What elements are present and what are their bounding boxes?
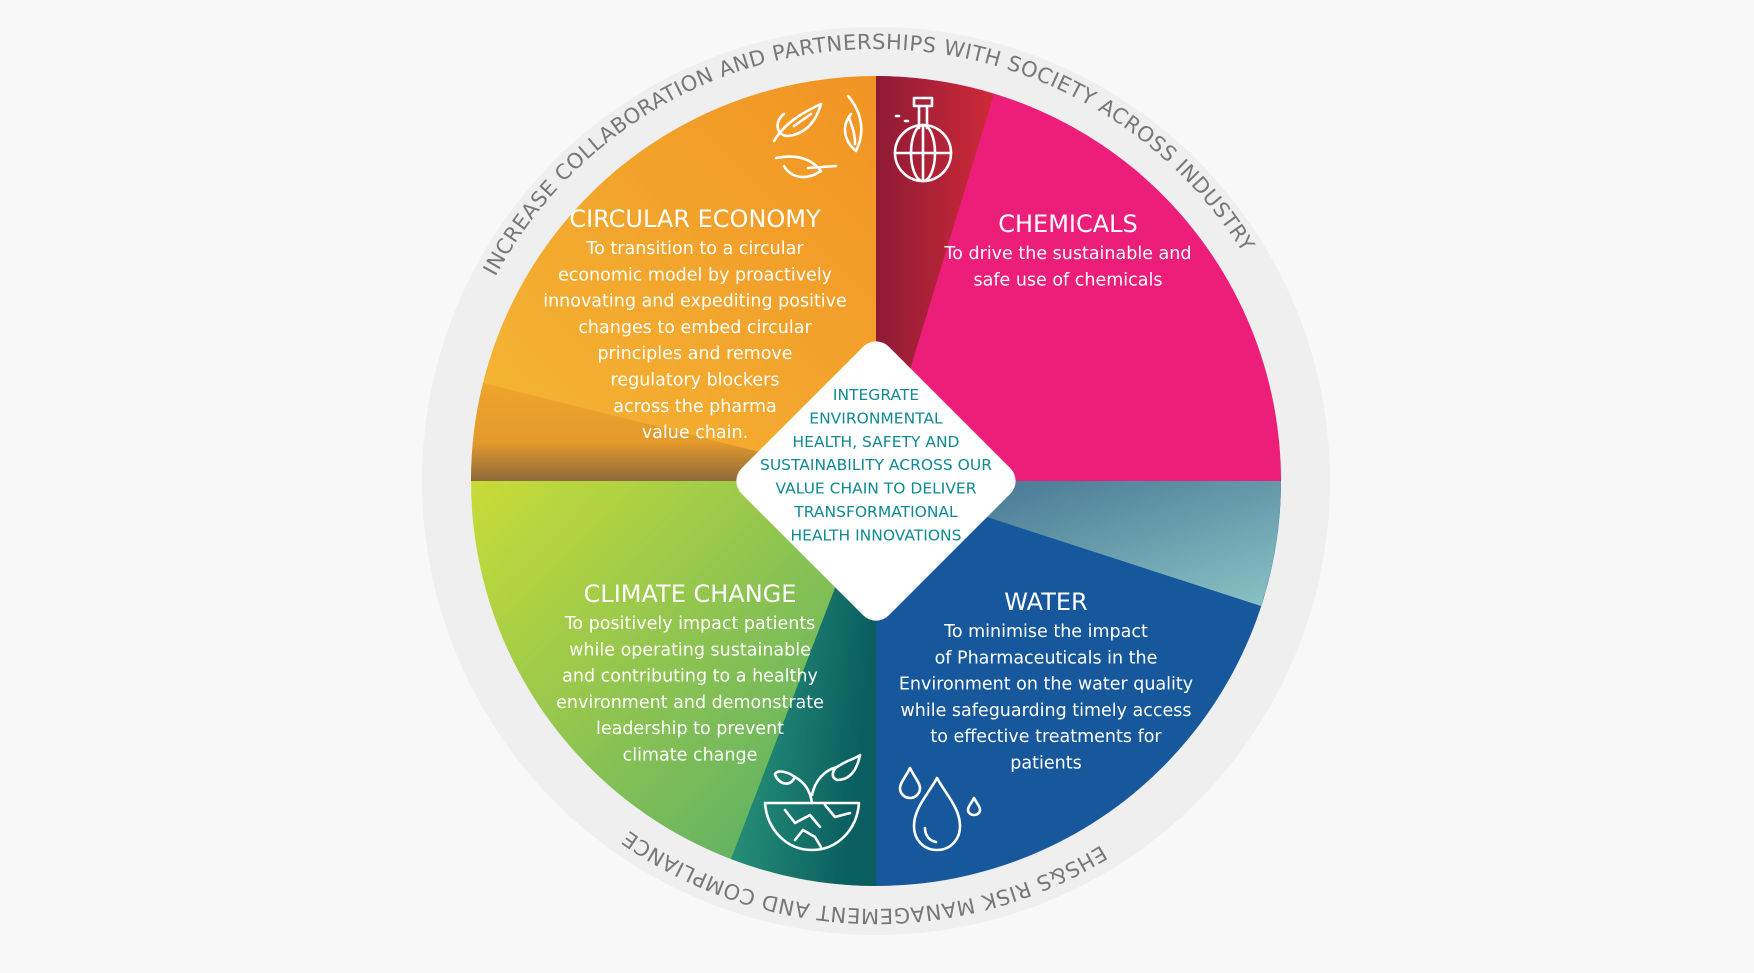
climate-change-description-line: climate change: [623, 746, 758, 766]
water-description-line: to effective treatments for: [930, 727, 1162, 747]
chemicals-description-line: safe use of chemicals: [973, 270, 1162, 290]
climate-change-description-line: environment and demonstrate: [556, 693, 824, 713]
plant-globe-icon: [763, 753, 862, 852]
circular-economy-description-line: To transition to a circular: [585, 239, 804, 259]
water-title: WATER: [1004, 588, 1087, 616]
center-statement-line: HEALTH INNOVATIONS: [791, 526, 962, 544]
recycle-leaves-icon: [772, 94, 863, 179]
center-statement-line: TRANSFORMATIONAL: [793, 503, 958, 521]
water-description-line: Environment on the water quality: [899, 675, 1193, 695]
circular-economy-description-line: value chain.: [642, 423, 748, 443]
chemicals-description-line: To drive the sustainable and: [944, 244, 1192, 264]
water-description-line: patients: [1010, 754, 1081, 774]
circular-economy-description-line: economic model by proactively: [558, 265, 832, 285]
climate-change-title: CLIMATE CHANGE: [584, 580, 797, 608]
climate-change-description-line: leadership to prevent: [596, 719, 784, 739]
center-statement-line: SUSTAINABILITY ACROSS OUR: [760, 456, 992, 474]
circular-economy-description-line: changes to embed circular: [578, 318, 812, 338]
center-statement-line: INTEGRATE: [833, 386, 919, 404]
center-statement-line: VALUE CHAIN TO DELIVER: [775, 480, 976, 498]
climate-change-description-line: To positively impact patients: [564, 614, 816, 634]
circular-economy-title: CIRCULAR ECONOMY: [569, 205, 821, 233]
climate-change-description-line: while operating sustainable: [569, 640, 811, 660]
climate-change-description-line: and contributing to a healthy: [562, 667, 818, 687]
center-statement-line: HEALTH, SAFETY AND: [793, 433, 960, 451]
circular-economy-description-line: across the pharma: [613, 397, 777, 417]
water-description-line: To minimise the impact: [943, 622, 1148, 642]
center-diamond: [736, 341, 1016, 621]
water-description-line: of Pharmaceuticals in the: [935, 648, 1158, 668]
flask-globe-icon: [893, 96, 953, 183]
circular-economy-description-line: innovating and expediting positive: [543, 292, 847, 312]
chemicals-title: CHEMICALS: [998, 210, 1138, 238]
circular-economy-description-line: principles and remove: [597, 344, 792, 364]
water-drops-icon: [898, 766, 982, 852]
water-description-line: while safeguarding timely access: [900, 701, 1191, 721]
circular-economy-description-line: regulatory blockers: [611, 371, 780, 391]
center-statement-line: ENVIRONMENTAL: [809, 409, 943, 427]
